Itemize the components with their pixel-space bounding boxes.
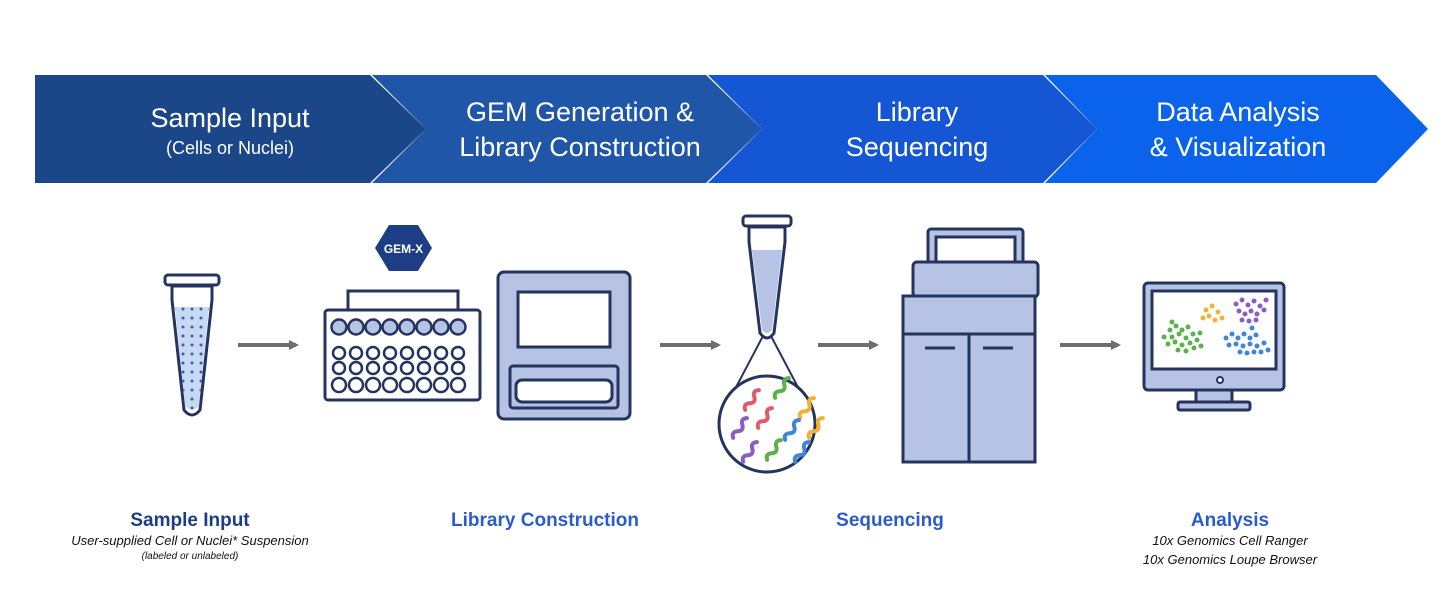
caption-sequencing: Sequencing [800,510,980,532]
sequencer-instrument-icon [901,227,1040,464]
stage-1-chevron [35,75,426,183]
caption-analysis: Analysis 10x Genomics Cell Ranger 10x Ge… [1105,510,1355,570]
stage-4-chevron [1045,75,1428,183]
stage-3-title-line1: Library [875,97,959,127]
caption-sample-title: Sample Input [130,510,250,531]
library-tube-icon [717,214,817,474]
caption-library-construction: Library Construction [410,510,680,532]
caption-analysis-title: Analysis [1190,510,1270,531]
stage-2-title-line2: Library Construction [459,132,701,163]
dna-fragments-icon [730,376,825,464]
caption-sample-note: (labeled or unlabeled) [141,550,239,562]
caption-sequencing-title: Sequencing [836,510,944,531]
monitor-icon [1142,281,1286,412]
microfluidic-chip-icon [323,289,482,402]
stage-1-label: Sample Input (Cells or Nuclei) [100,102,360,160]
stage-3-chevron [708,75,1097,183]
stage-1-title: Sample Input [150,103,310,133]
sample-tube-icon [163,273,221,417]
stage-4-title-line2: & Visualization [1149,132,1327,163]
cluster-plot-icon [1161,297,1271,356]
stage-3-title-line2: Sequencing [845,132,989,163]
caption-sample-input: Sample Input User-supplied Cell or Nucle… [20,510,360,562]
stage-3-label: Library Sequencing [780,96,1054,164]
stage-4-title-line1: Data Analysis [1156,97,1320,127]
stage-2-chevron [372,75,762,183]
caption-sample-subtitle: User-supplied Cell or Nuclei* Suspension [71,533,309,548]
stage-2-title-line1: GEM Generation & [465,97,695,127]
caption-analysis-line1: 10x Genomics Cell Ranger [1152,533,1308,548]
caption-analysis-line2: 10x Genomics Loupe Browser [1142,551,1318,567]
gem-x-chip-badge: GEM-X [375,225,432,271]
stage-2-label: GEM Generation & Library Construction [430,96,730,164]
stage-4-label: Data Analysis & Visualization [1100,96,1376,164]
stage-1-subtitle: (Cells or Nuclei) [165,138,295,159]
caption-library-title: Library Construction [451,510,639,531]
controller-instrument-icon [496,270,632,421]
gem-x-label: GEM-X [384,242,423,256]
